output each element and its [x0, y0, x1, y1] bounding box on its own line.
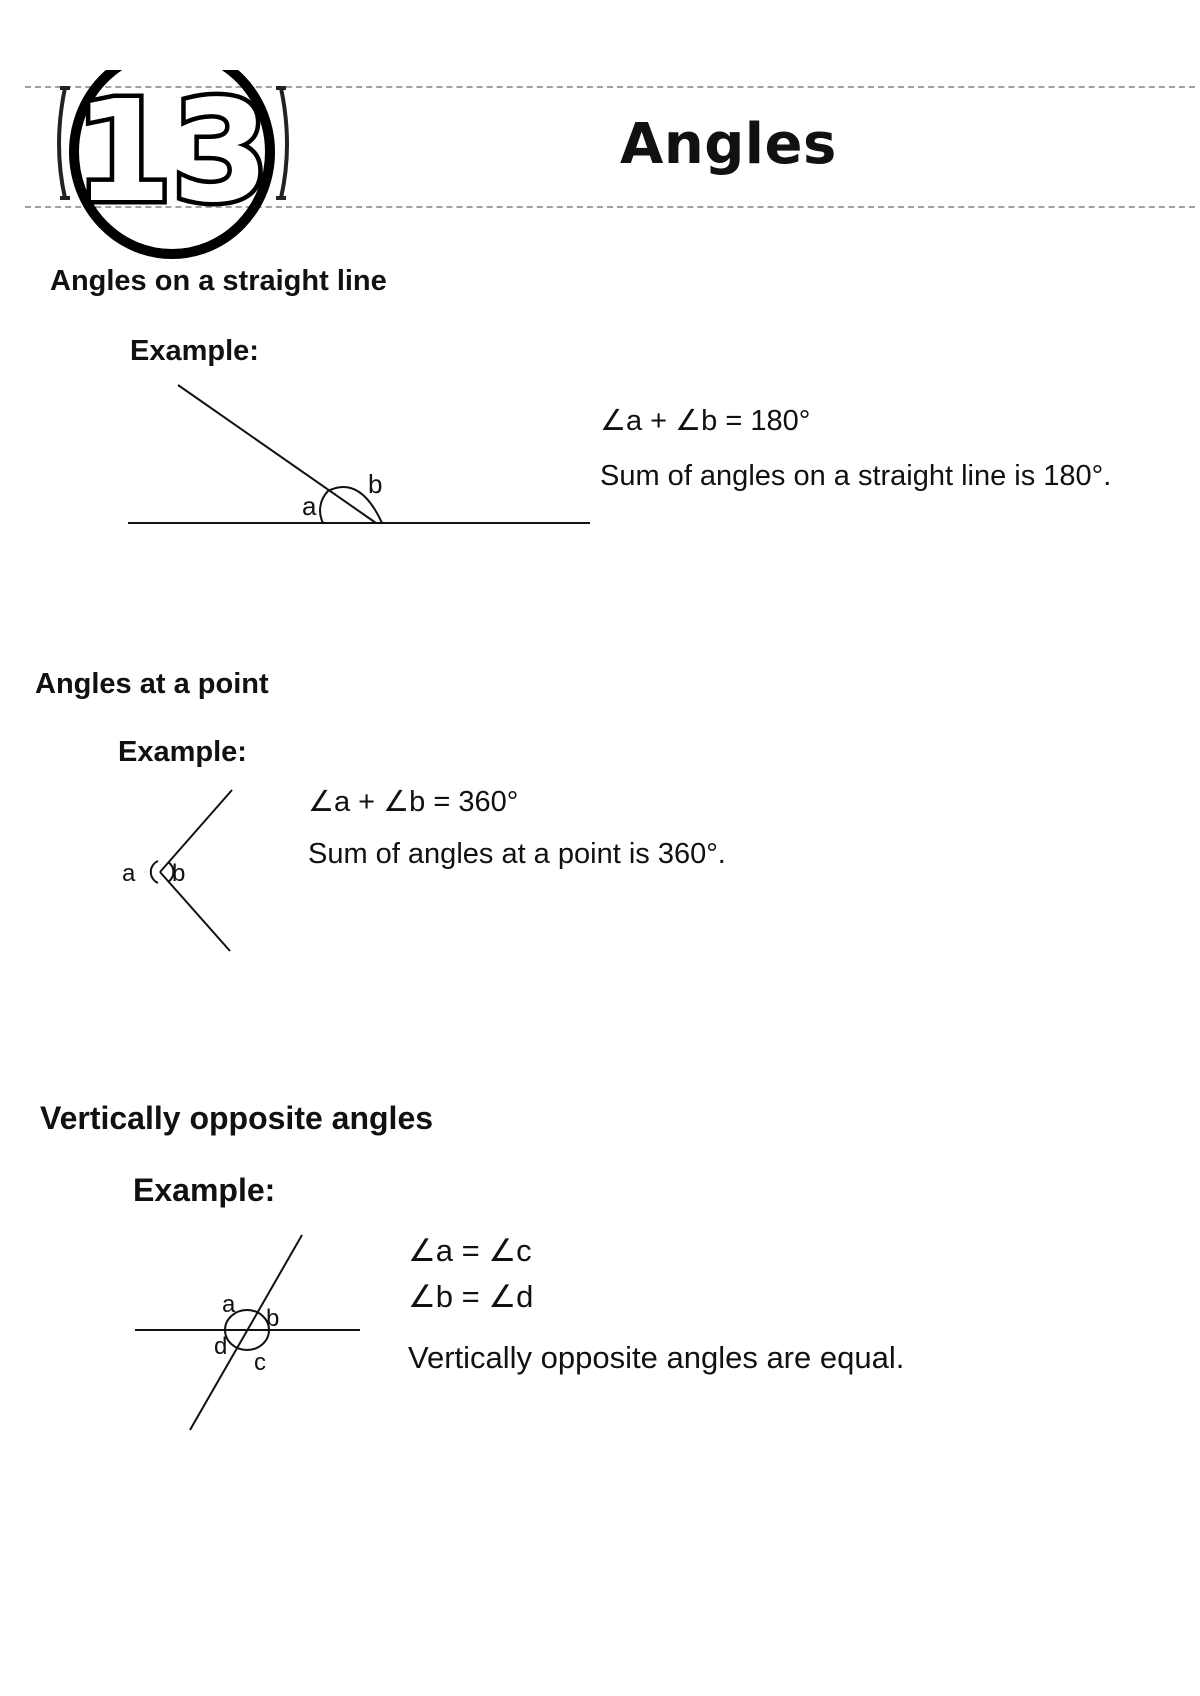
vertically-opposite-formula-1: ∠a = ∠c	[408, 1233, 532, 1268]
angles-at-point-formula: ∠a + ∠b = 360°	[308, 786, 519, 818]
angles-at-point-rule: Sum of angles at a point is 360°.	[308, 838, 726, 870]
straight-line-formula: ∠a + ∠b = 180°	[600, 405, 811, 437]
angle-label-a: a	[302, 491, 317, 521]
angle-label-d: d	[214, 1333, 227, 1360]
header-bottom-rule	[25, 206, 1195, 208]
vertically-opposite-rule: Vertically opposite angles are equal.	[408, 1340, 905, 1375]
angle-label-b: b	[368, 469, 382, 499]
angle-label-c: c	[254, 1349, 266, 1376]
example-label: Example:	[133, 1172, 276, 1208]
angle-label-a: a	[222, 1291, 236, 1318]
chapter-title: Angles	[620, 112, 837, 177]
straight-line-rule: Sum of angles on a straight line is 180°…	[600, 460, 1112, 492]
chapter-badge-icon: 13	[57, 45, 289, 259]
vertically-opposite-formula-2: ∠b = ∠d	[408, 1279, 534, 1314]
section-heading-angles-at-point: Angles at a point	[35, 668, 269, 700]
example-label: Example:	[118, 736, 247, 768]
example-label: Example:	[130, 335, 259, 367]
angle-label-b: b	[172, 860, 185, 887]
angle-label-b: b	[266, 1305, 279, 1332]
section-heading-vertically-opposite: Vertically opposite angles	[40, 1100, 434, 1136]
angle-label-a: a	[122, 860, 136, 887]
svg-text:13: 13	[75, 71, 270, 234]
header-top-rule	[25, 86, 1195, 88]
section-heading-straight-line: Angles on a straight line	[50, 265, 387, 297]
chapter-number-badge: 13	[48, 45, 298, 260]
straight-line-diagram: a b	[128, 384, 590, 524]
vertically-opposite-diagram: a b c d	[135, 1234, 360, 1431]
angles-at-point-diagram: a b	[122, 789, 233, 952]
